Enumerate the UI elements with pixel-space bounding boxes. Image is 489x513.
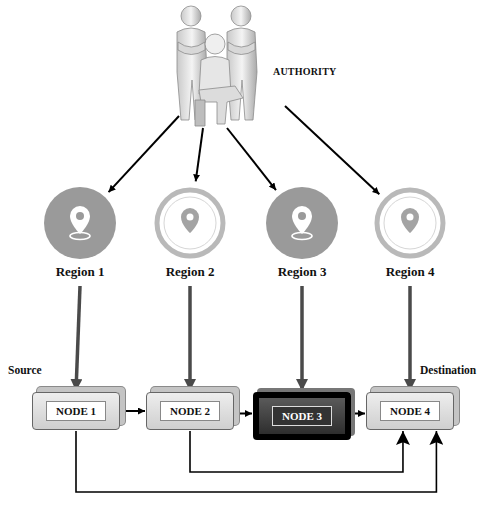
region-node: Region 1 <box>32 186 128 280</box>
region-label: Region 4 <box>362 264 458 280</box>
network-node: NODE 2 <box>146 392 234 430</box>
region-circle <box>265 186 339 260</box>
node-label: NODE 3 <box>272 406 332 426</box>
node-label: NODE 4 <box>380 401 440 421</box>
network-node: NODE 3 <box>253 392 351 440</box>
network-node: NODE 1 <box>32 392 120 430</box>
node-label: NODE 1 <box>46 401 106 421</box>
connector-arrow <box>121 410 145 412</box>
region-node: Region 4 <box>362 186 458 280</box>
connector-arrow <box>352 413 365 415</box>
connector-arrow <box>300 286 304 391</box>
region-circle <box>373 186 447 260</box>
connector-arrow <box>227 128 276 190</box>
region-circle <box>153 186 227 260</box>
region-label: Region 1 <box>32 264 128 280</box>
connector-arrow <box>188 286 192 391</box>
connector-arrow <box>76 286 80 391</box>
region-circle <box>43 186 117 260</box>
connector-arrow <box>408 286 412 391</box>
endpoint-label: Destination <box>420 364 476 376</box>
connector-arrow <box>285 106 379 194</box>
region-node: Region 3 <box>254 186 350 280</box>
connector-arrow <box>196 128 203 181</box>
connector-arrow <box>235 413 252 415</box>
region-label: Region 3 <box>254 264 350 280</box>
region-node: Region 2 <box>142 186 238 280</box>
node-label: NODE 2 <box>160 401 220 421</box>
connector-arrow <box>109 116 179 192</box>
authority-figure: AUTHORITY <box>165 2 345 130</box>
authority-label: AUTHORITY <box>273 66 336 77</box>
connector-arrow <box>76 431 436 492</box>
region-label: Region 2 <box>142 264 238 280</box>
endpoint-label: Source <box>8 364 42 376</box>
authority-illustration <box>165 2 269 128</box>
network-node: NODE 4 <box>366 392 454 430</box>
